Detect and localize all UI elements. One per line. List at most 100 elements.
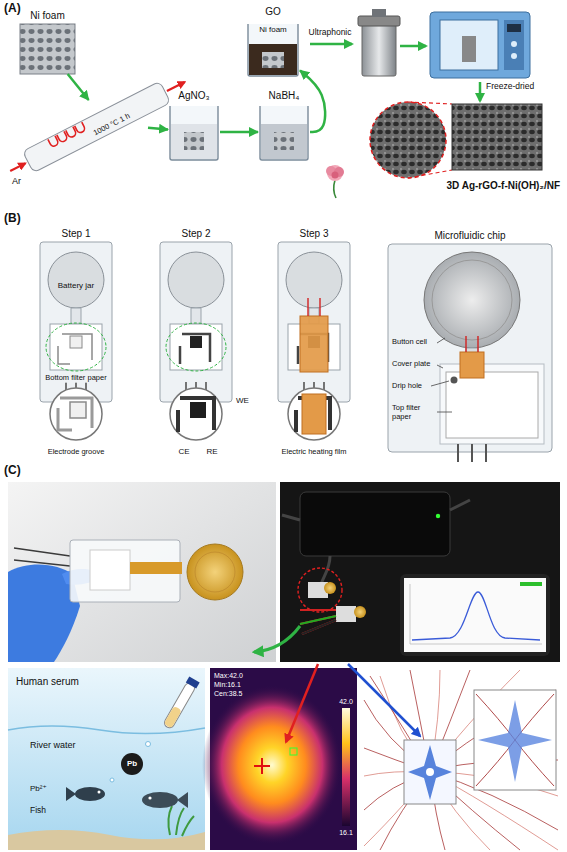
- flow-simulation: [408, 745, 452, 800]
- water-cartoon: [66, 787, 76, 801]
- node-heading: AgNO₃: [178, 90, 209, 102]
- beaker-nabh4: [261, 124, 307, 159]
- chip-step-2: [170, 388, 222, 440]
- drying-oven: [430, 12, 530, 78]
- photo-portable-device: [280, 482, 560, 662]
- part-label: Button cell: [392, 338, 438, 347]
- microfluidic-chip-drawing: [388, 244, 552, 462]
- photo-portable-device: [300, 492, 450, 556]
- rose: [326, 165, 344, 198]
- photo-handheld-chip: [187, 544, 243, 600]
- flow-simulation: [362, 668, 560, 850]
- photo-portable-device: [404, 578, 546, 652]
- photo-portable-device: [436, 514, 440, 518]
- rose: [334, 180, 336, 198]
- chip-step-1: [70, 402, 86, 418]
- beaker-go: [262, 52, 284, 68]
- scale-value: 16.1: [339, 829, 353, 837]
- microfluidic-chip-drawing: [458, 444, 486, 462]
- photo-portable-device: [412, 592, 540, 640]
- ni-foam-image: [20, 24, 75, 74]
- chip-step-2: [160, 242, 232, 402]
- process-arrow: [300, 70, 325, 132]
- water-cartoon: [8, 726, 205, 734]
- rose: [327, 165, 343, 181]
- chip-step-2: [160, 242, 232, 440]
- flow-simulation: [364, 670, 558, 850]
- water-cartoon: [148, 796, 151, 799]
- water-cartoon: [186, 676, 200, 688]
- thermal-reading: Cen:38.5: [214, 690, 242, 698]
- thermal-image: [202, 685, 342, 845]
- water-cartoon: [75, 787, 105, 801]
- tube-furnace: [10, 163, 25, 171]
- pointer-arrow: [286, 664, 318, 742]
- step-label: Ultraphonic: [309, 28, 352, 38]
- drying-oven: [430, 12, 530, 78]
- drying-oven: [504, 20, 524, 70]
- beaker-agno3: [184, 132, 204, 150]
- part-label: Cover plate: [392, 360, 438, 369]
- chip-step-3: [308, 298, 320, 316]
- node-text: Ni foam: [259, 25, 287, 34]
- step-label: Freeze-dried: [486, 82, 534, 92]
- flow-simulation: [474, 690, 556, 790]
- photo-portable-device: [298, 568, 342, 612]
- water-cartoon: [162, 676, 200, 730]
- drying-oven: [440, 20, 498, 70]
- chip-step-1: [40, 242, 112, 440]
- panel-letter: (B): [4, 212, 21, 226]
- process-arrow: [479, 82, 482, 101]
- photo-portable-device: [324, 582, 336, 594]
- beaker-agno3: [171, 124, 217, 159]
- node-heading: NaBH₄: [269, 90, 300, 102]
- chip-step-2: [178, 398, 214, 432]
- photo-handheld-chip: [195, 552, 235, 592]
- thermal-reading: Min:16.1: [214, 681, 241, 689]
- thermal-image: [202, 668, 357, 850]
- pointer-arrow: [286, 664, 420, 742]
- chip-step-3: [278, 242, 350, 440]
- tube-furnace: [5, 71, 190, 182]
- electrode-label: CE: [178, 447, 189, 456]
- panel-letter: (A): [4, 2, 21, 16]
- process-arrow: [68, 74, 89, 100]
- node-heading: 3D Ag-rGO-f-Ni(OH)₂/NF: [446, 180, 560, 192]
- thermal-image: [254, 758, 270, 774]
- tube-furnace: [23, 81, 171, 172]
- gas-label: Ar: [12, 176, 21, 186]
- foam-sample: Ni foam: [20, 24, 75, 74]
- chip-step: Step 2: [160, 242, 232, 402]
- chip-step-1: [46, 323, 106, 371]
- chip-step-2: [190, 402, 206, 418]
- chip-step-3: [300, 316, 328, 372]
- beaker: GONi foam: [246, 20, 300, 76]
- photo-handheld-chip: [8, 482, 276, 662]
- sample-label: Fish: [30, 806, 46, 816]
- node-heading: 1000 °C 1 h: [93, 112, 132, 138]
- chip-step-3: [302, 394, 326, 434]
- process-arrow: [400, 45, 426, 48]
- photo-handheld-chip: [90, 550, 130, 590]
- flow-simulation: [426, 768, 434, 776]
- autoclave: [372, 9, 386, 17]
- microfluidic-chip-drawing: [432, 260, 512, 340]
- flow-simulation: [478, 700, 552, 782]
- chip-step: Step 3: [278, 242, 350, 402]
- drying-oven: [511, 41, 517, 47]
- process-arrow: [148, 128, 168, 130]
- autoclave: [358, 9, 400, 76]
- node-heading: Microfluidic chip: [434, 230, 505, 242]
- sample-label: River water: [30, 740, 76, 750]
- chip-step-3: [288, 388, 340, 440]
- flow-simulation: [476, 694, 554, 786]
- part-label: Electrode groove: [48, 448, 105, 457]
- chip-step-2: [190, 336, 202, 348]
- process-arrow: [310, 43, 352, 46]
- beaker: AgNO₃: [168, 104, 220, 160]
- pointer-arrow: [254, 626, 300, 652]
- node-heading: Step 3: [300, 228, 329, 240]
- leader-line: [431, 338, 452, 412]
- microfluidic-chip-drawing: [424, 252, 520, 348]
